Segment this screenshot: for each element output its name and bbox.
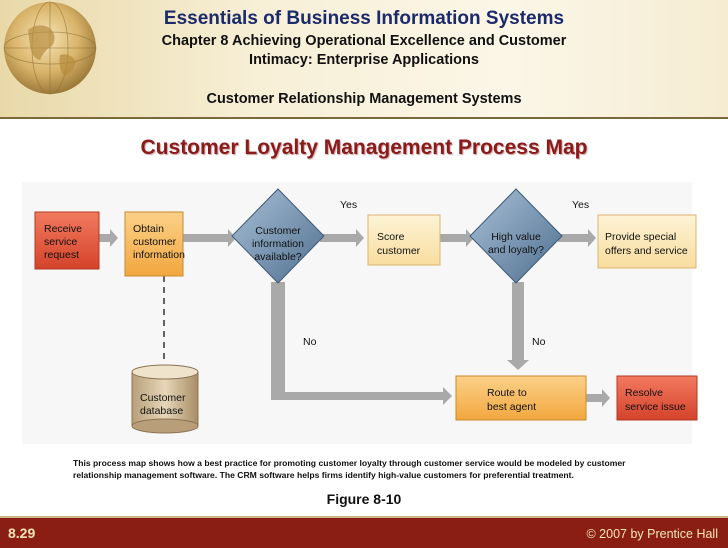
arrow-receive-to-obtain [98,229,118,247]
route-agent-box [455,375,587,421]
route-agent-label-2: best agent [487,401,536,413]
provide-offers-label-1: Provide special [605,231,676,243]
high-value-diamond [469,188,563,284]
chapter-title-line2: Intimacy: Enterprise Applications [249,52,479,68]
resolve-issue-label-1: Resolve [625,387,663,399]
score-customer-label-2: customer [377,245,421,257]
copyright-notice: © 2007 by Prentice Hall [586,527,718,541]
yes-label-2: Yes [572,199,589,211]
obtain-info-label-1: Obtain [133,223,164,235]
receive-request-label-2: service [44,236,77,248]
info-available-label-2: information [252,238,304,250]
slide-footer: 8.29 © 2007 by Prentice Hall [0,516,728,548]
obtain-info-label-2: customer [133,236,177,248]
header-divider [0,117,728,119]
receive-request-box [34,211,100,270]
chapter-title-line1: Chapter 8 Achieving Operational Excellen… [161,33,567,49]
provide-offers-box [597,214,697,269]
diagram-background [22,182,692,444]
info-available-diamond [231,188,325,284]
route-agent-label-1: Route to [487,387,527,399]
arrow-value-yes [558,229,596,247]
slide-number: 8.29 [8,525,36,541]
arrow-score-to-value-check [440,229,474,247]
high-value-label-1: High value [491,231,541,243]
section-title: Customer Relationship Management Systems [206,91,522,107]
resolve-issue-box [616,375,698,421]
course-title: Essentials of Business Information Syste… [163,8,565,29]
resolve-issue-label-2: service issue [625,401,686,413]
yes-label-1: Yes [340,199,357,211]
provide-offers-label-2: offers and service [605,245,688,257]
figure-label: Figure 8-10 [326,491,402,507]
arrow-info-yes [320,229,364,247]
database-label-2: database [140,405,183,417]
database-label-1: Customer [140,392,186,404]
figure-caption: This process map shows how a best practi… [73,458,626,480]
arrow-info-no [271,282,452,405]
no-label-2: No [532,336,546,348]
info-available-label-3: available? [254,251,301,263]
score-customer-box [367,214,441,266]
arrow-obtain-to-info-check [182,229,236,247]
no-label-1: No [303,336,317,348]
obtain-info-box [124,211,184,277]
score-customer-label-1: Score [377,231,405,243]
arrow-value-no [507,282,529,370]
obtain-info-label-3: information [133,249,185,261]
info-available-label-1: Customer [255,225,301,237]
arrow-route-to-resolve [586,389,610,407]
slide-title: Customer Loyalty Management Process Map [140,136,588,159]
receive-request-label-1: Receive [44,223,82,235]
receive-request-label-3: request [44,249,79,261]
globe-icon [3,1,97,95]
high-value-label-2: and loyalty? [488,244,544,256]
customer-database-icon [131,364,199,434]
flow-arrows [98,229,610,407]
slide-header [0,0,728,118]
